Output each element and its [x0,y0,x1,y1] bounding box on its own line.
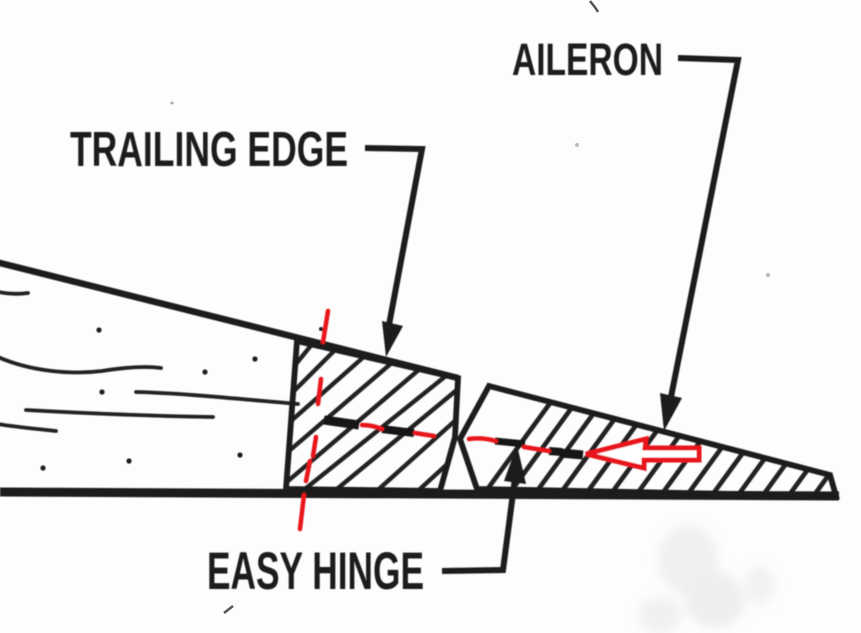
svg-text:AILERON: AILERON [512,34,663,85]
svg-text:EASY HINGE: EASY HINGE [207,542,424,601]
svg-text:TRAILING EDGE: TRAILING EDGE [70,123,348,177]
